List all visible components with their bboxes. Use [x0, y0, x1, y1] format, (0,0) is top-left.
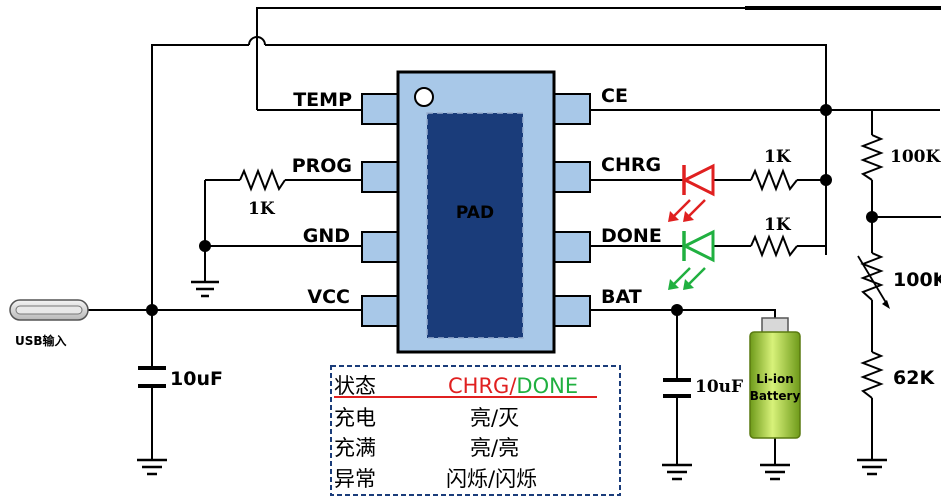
header-chrg: CHRG — [448, 374, 509, 398]
header-state: 状态 — [334, 374, 376, 398]
row-charging-value: 亮/灭 — [470, 406, 519, 430]
ground-cap-output — [662, 463, 692, 481]
resistor-prog-label: 1K — [248, 199, 276, 219]
led-chrg-red — [668, 163, 715, 222]
resistor-chrg-label: 1K — [764, 147, 792, 167]
junction-led — [820, 174, 832, 186]
header-done: DONE — [516, 374, 578, 398]
potentiometer — [857, 252, 890, 309]
capacitor-output — [663, 378, 691, 398]
usb-label: USB输入 — [15, 333, 67, 348]
capacitor-output-label: 10uF — [695, 377, 743, 397]
resistor-bottom-label: 62K — [893, 367, 935, 389]
pin-bat-pad — [553, 295, 591, 327]
usb-connector-icon — [9, 299, 89, 321]
resistor-chrg — [750, 168, 798, 192]
capacitor-input — [138, 366, 166, 388]
row-full-state: 充满 — [334, 436, 376, 460]
pin-vcc-pad — [361, 295, 399, 327]
junction-vcc — [146, 304, 158, 316]
ground-battery — [760, 463, 790, 481]
pin-label-gnd: GND — [303, 225, 350, 247]
pin-ce-pad — [553, 93, 591, 125]
resistor-done — [750, 234, 798, 258]
status-table: 状态 CHRG/DONE 充电 亮/灭 充满 亮/亮 异常 闪烁/闪烁 — [330, 365, 621, 496]
junction-bat — [671, 304, 683, 316]
right-wires — [590, 109, 940, 247]
pin-labels: TEMP PROG GND VCC CE CHRG DONE BAT — [292, 85, 662, 308]
pin-label-bat: BAT — [601, 286, 642, 308]
pin-label-prog: PROG — [292, 155, 352, 177]
resistor-top — [860, 134, 884, 181]
resistor-top-label: 100K — [890, 147, 941, 167]
pin-label-ce: CE — [601, 85, 628, 107]
row-full-value: 亮/亮 — [470, 436, 519, 460]
pin1-marker — [414, 87, 434, 107]
junction-ce — [820, 104, 832, 116]
resistor-prog — [239, 168, 286, 192]
pin-temp-pad — [361, 93, 399, 125]
resistor-done-label: 1K — [764, 215, 792, 235]
row-error-value: 闪烁/闪烁 — [446, 467, 537, 491]
ground-prog — [191, 280, 219, 298]
row-error-state: 异常 — [334, 467, 376, 491]
ground-divider — [857, 458, 887, 476]
pad-label: PAD — [456, 203, 494, 223]
pin-label-vcc: VCC — [307, 286, 350, 308]
header-led: CHRG/DONE — [448, 374, 578, 398]
pin-prog-pad — [361, 161, 399, 193]
ic-chip: PAD — [361, 70, 591, 354]
capacitor-input-label: 10uF — [170, 368, 223, 390]
pin-label-done: DONE — [601, 225, 662, 247]
battery-label-line2: Battery — [750, 389, 801, 403]
junction-gnd — [199, 240, 211, 252]
pin-done-pad — [553, 231, 591, 263]
junction-divider — [866, 211, 878, 223]
row-charging-state: 充电 — [334, 406, 376, 430]
battery-icon — [749, 317, 801, 439]
pin-gnd-pad — [361, 231, 399, 263]
pin-label-chrg: CHRG — [601, 154, 661, 176]
top-wires — [151, 6, 941, 310]
battery-label-line1: Li-ion — [756, 372, 794, 386]
pin-label-temp: TEMP — [293, 89, 352, 111]
ground-input — [137, 458, 167, 476]
header-slash: / — [509, 374, 517, 398]
potentiometer-label: 100K — [893, 269, 941, 291]
bat-wires — [590, 309, 776, 465]
exposed-pad — [426, 112, 524, 339]
led-done-green — [668, 229, 715, 290]
pin-chrg-pad — [553, 161, 591, 193]
left-wires — [88, 179, 362, 460]
resistor-bottom — [860, 351, 884, 399]
